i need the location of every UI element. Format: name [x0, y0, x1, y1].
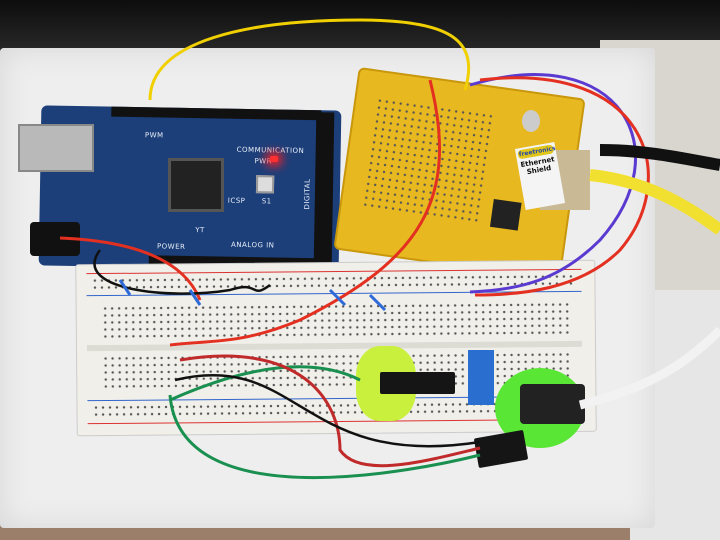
black-wire: [174, 374, 481, 448]
red-wire: [474, 76, 650, 297]
blue-jumper: [118, 279, 387, 312]
power-cable: [599, 144, 720, 171]
green-wire: [169, 365, 361, 402]
white-cable: [578, 326, 720, 410]
audio-jack: [520, 384, 585, 424]
potentiometer[interactable]: [468, 350, 494, 405]
red-wire: [59, 236, 202, 301]
red-wire: [179, 354, 481, 468]
microcontroller-chip: [168, 158, 224, 212]
capacitor: [522, 110, 540, 132]
usb-port: [18, 124, 94, 172]
jumper-connector: [380, 372, 455, 394]
green-wire: [168, 394, 481, 480]
black-wire: [93, 249, 271, 295]
ethernet-cable: [589, 169, 720, 235]
red-wire: [169, 79, 442, 347]
purple-wire: [469, 73, 637, 294]
yellow-wire: [148, 18, 471, 101]
power-led: [270, 156, 278, 162]
